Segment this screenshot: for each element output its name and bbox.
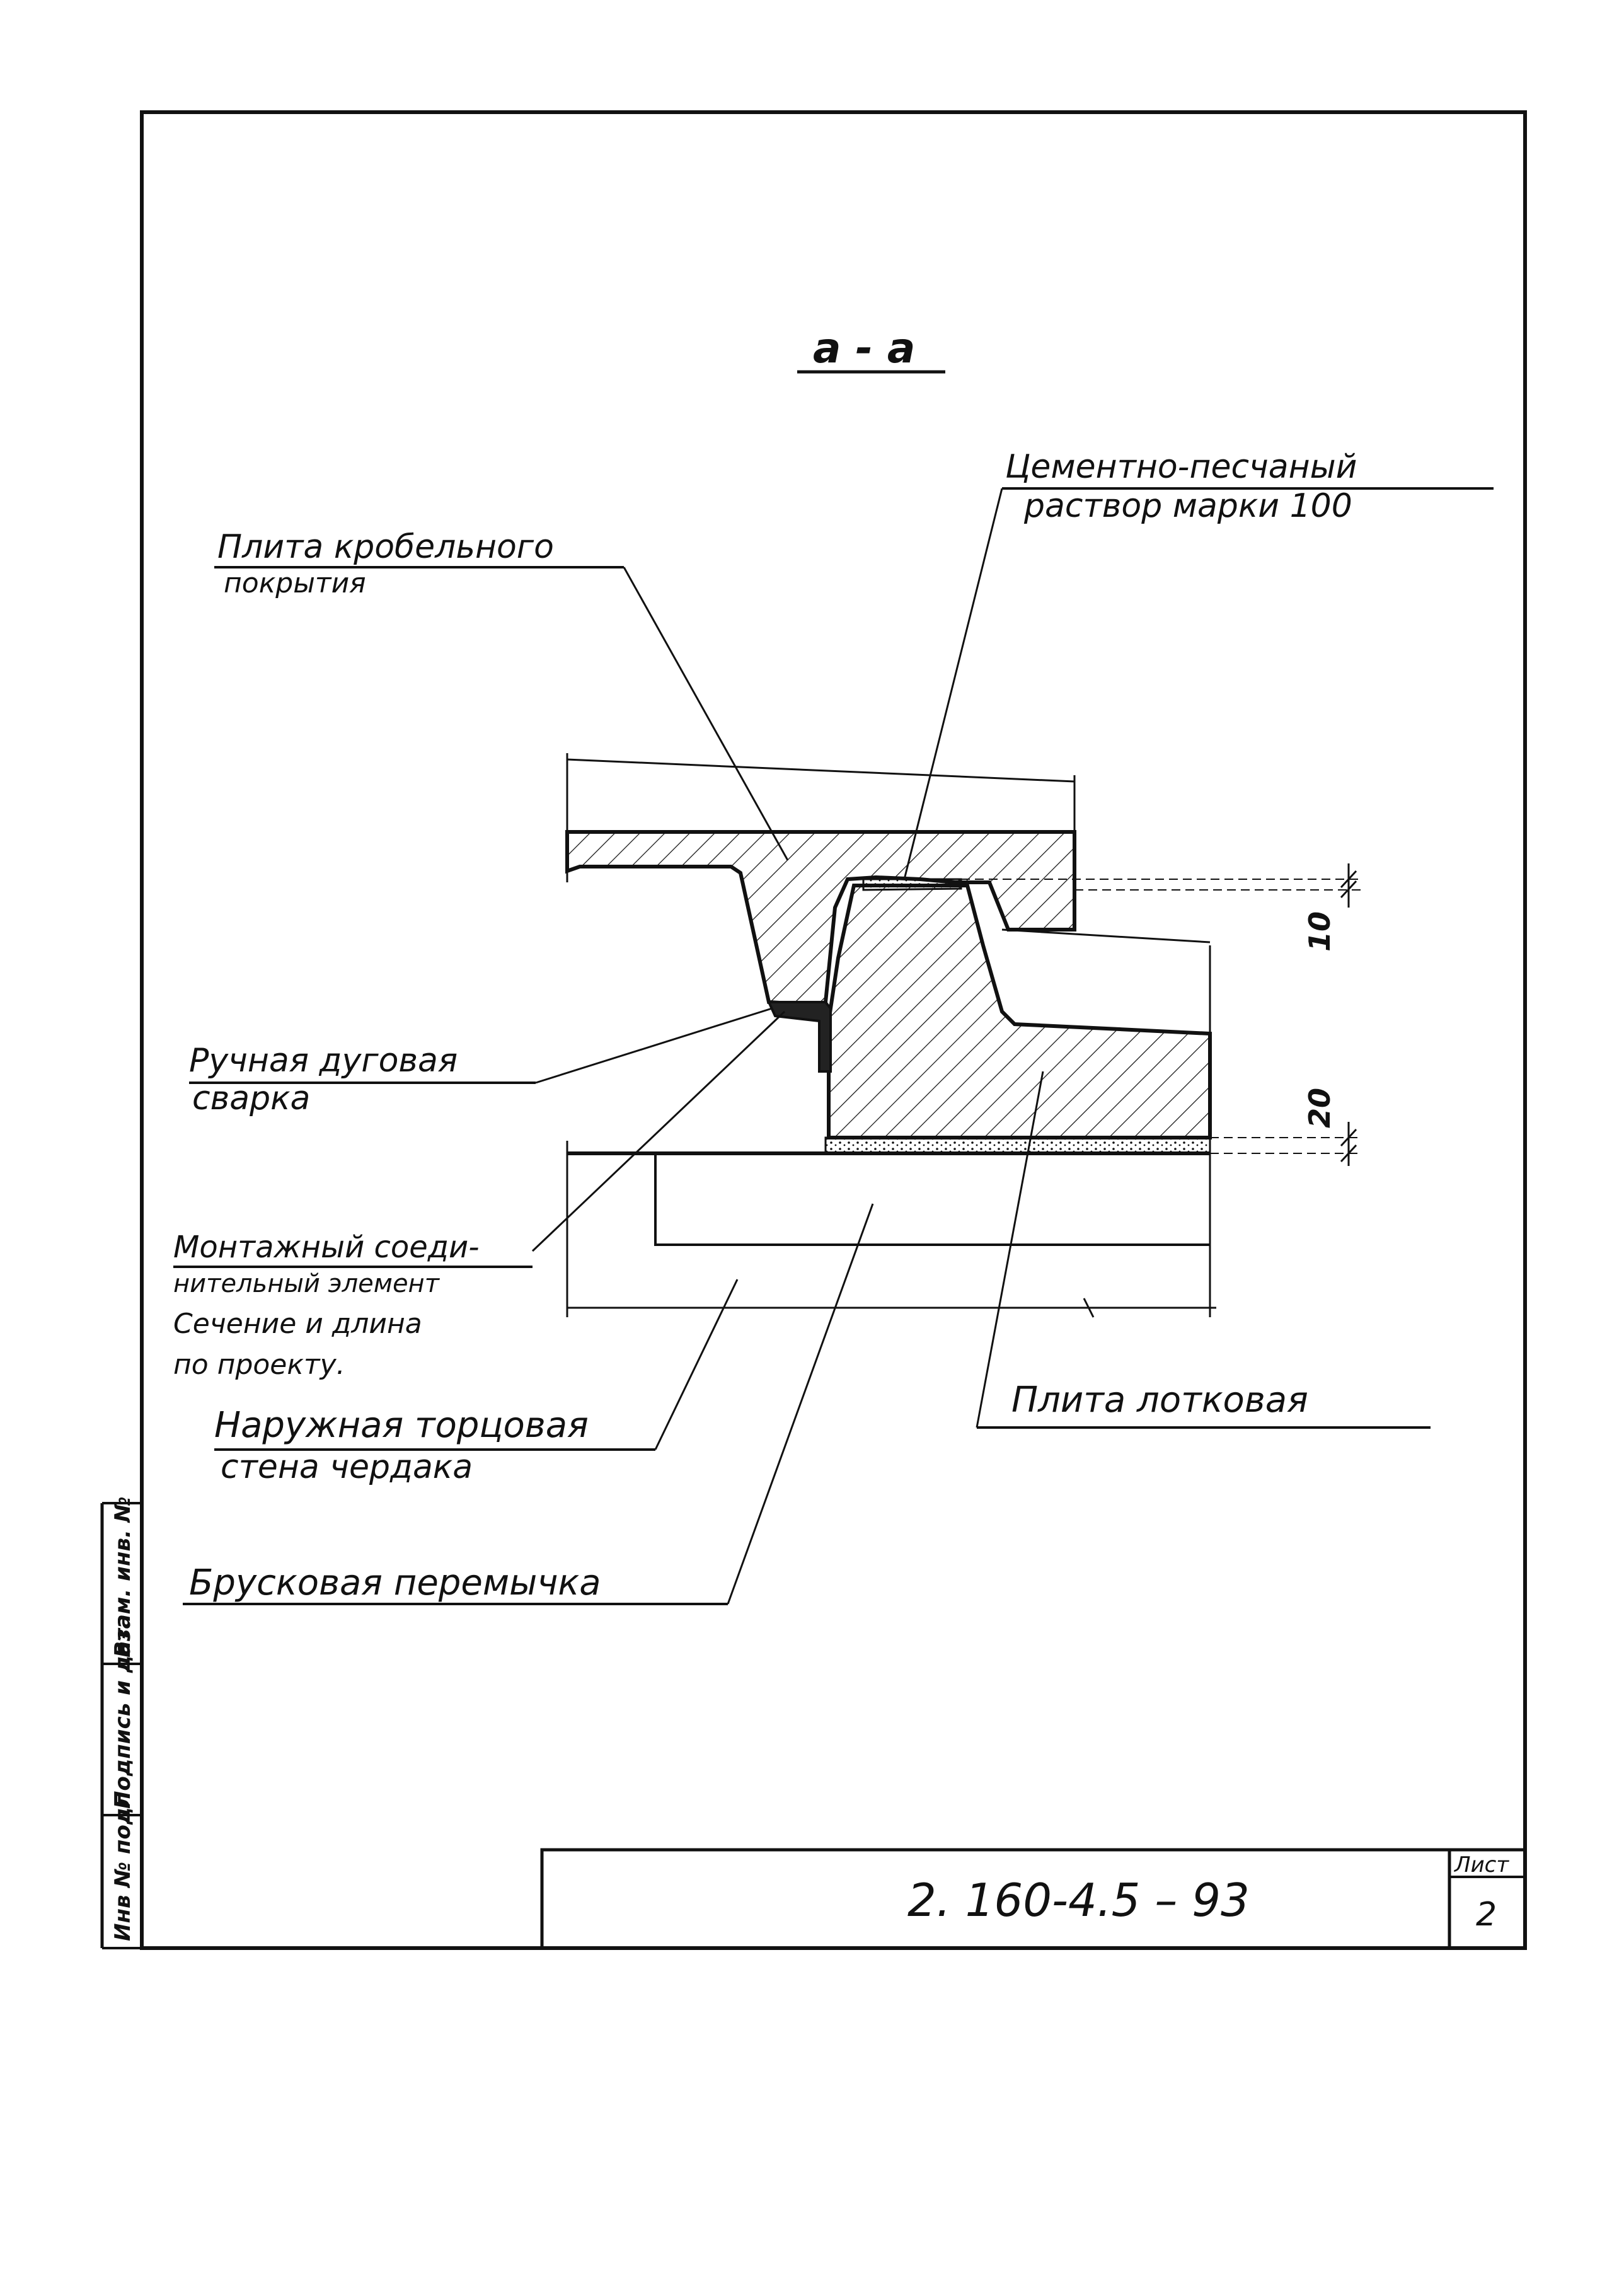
label-connector-1: Монтажный соеди- [173, 1230, 480, 1265]
stamp-signature-date: Подпись и дата [110, 1614, 135, 1809]
label-roof-slab-2: покрытия [224, 567, 366, 599]
document-number: 2. 160-4.5 – 93 [907, 1874, 1250, 1927]
label-welding-1: Ручная дуговая [189, 1042, 458, 1080]
lintel-outline [654, 1153, 1210, 1246]
label-welding-2: сварка [192, 1080, 310, 1117]
title-block: Лист 2 2. 160-4.5 – 93 [540, 1848, 1527, 1950]
label-cement-mortar-1: Цементно-песчаный [1005, 448, 1357, 486]
label-connector-2: нительный элемент [173, 1269, 441, 1298]
label-connector-3: Сечение и длина [173, 1308, 422, 1340]
label-roof-slab-1: Плита кробельного [217, 528, 554, 566]
callout-welding: Ручная дуговая сварка [189, 1007, 773, 1117]
label-connector-4: по проекту. [173, 1349, 345, 1381]
stamp-replace-inv: Взам. инв. № [110, 1496, 135, 1658]
dimension-top: 10 [1303, 863, 1357, 952]
dimension-bottom: 20 [1303, 1088, 1357, 1166]
callout-tray-slab: Плита лотковая [976, 1071, 1431, 1429]
callout-connector: Монтажный соеди- нительный элемент Сечен… [173, 1010, 786, 1381]
callout-cement-mortar: Цементно-песчаный раствор марки 100 [903, 448, 1494, 880]
mortar-bed [824, 1136, 1211, 1155]
side-stamp: Инв № подл Подпись и дата Взам. инв. № [100, 1496, 142, 1949]
dimension-bottom-value: 20 [1303, 1088, 1337, 1128]
sheet-label: Лист [1453, 1852, 1509, 1878]
stamp-inv-no: Инв № подл [110, 1792, 135, 1941]
callout-lintel: Брусковая перемычка [183, 1203, 874, 1605]
section-title: a - a [813, 324, 915, 372]
callout-roof-slab: Плита кробельного покрытия [214, 528, 789, 861]
label-cement-mortar-2: раствор марки 100 [1023, 487, 1352, 525]
label-outer-wall-2: стена чердака [221, 1448, 473, 1486]
construction-section [565, 753, 1361, 1318]
label-outer-wall-1: Наружная торцовая [214, 1405, 589, 1446]
sheet-number: 2 [1476, 1896, 1497, 1934]
roof-slab [565, 830, 1076, 1008]
label-lintel: Брусковая перемычка [189, 1562, 601, 1603]
callout-outer-wall: Наружная торцовая стена чердака [214, 1279, 739, 1486]
label-tray-slab: Плита лотковая [1011, 1380, 1308, 1421]
weld-connector [766, 1001, 832, 1073]
dimension-top-value: 10 [1303, 911, 1337, 952]
